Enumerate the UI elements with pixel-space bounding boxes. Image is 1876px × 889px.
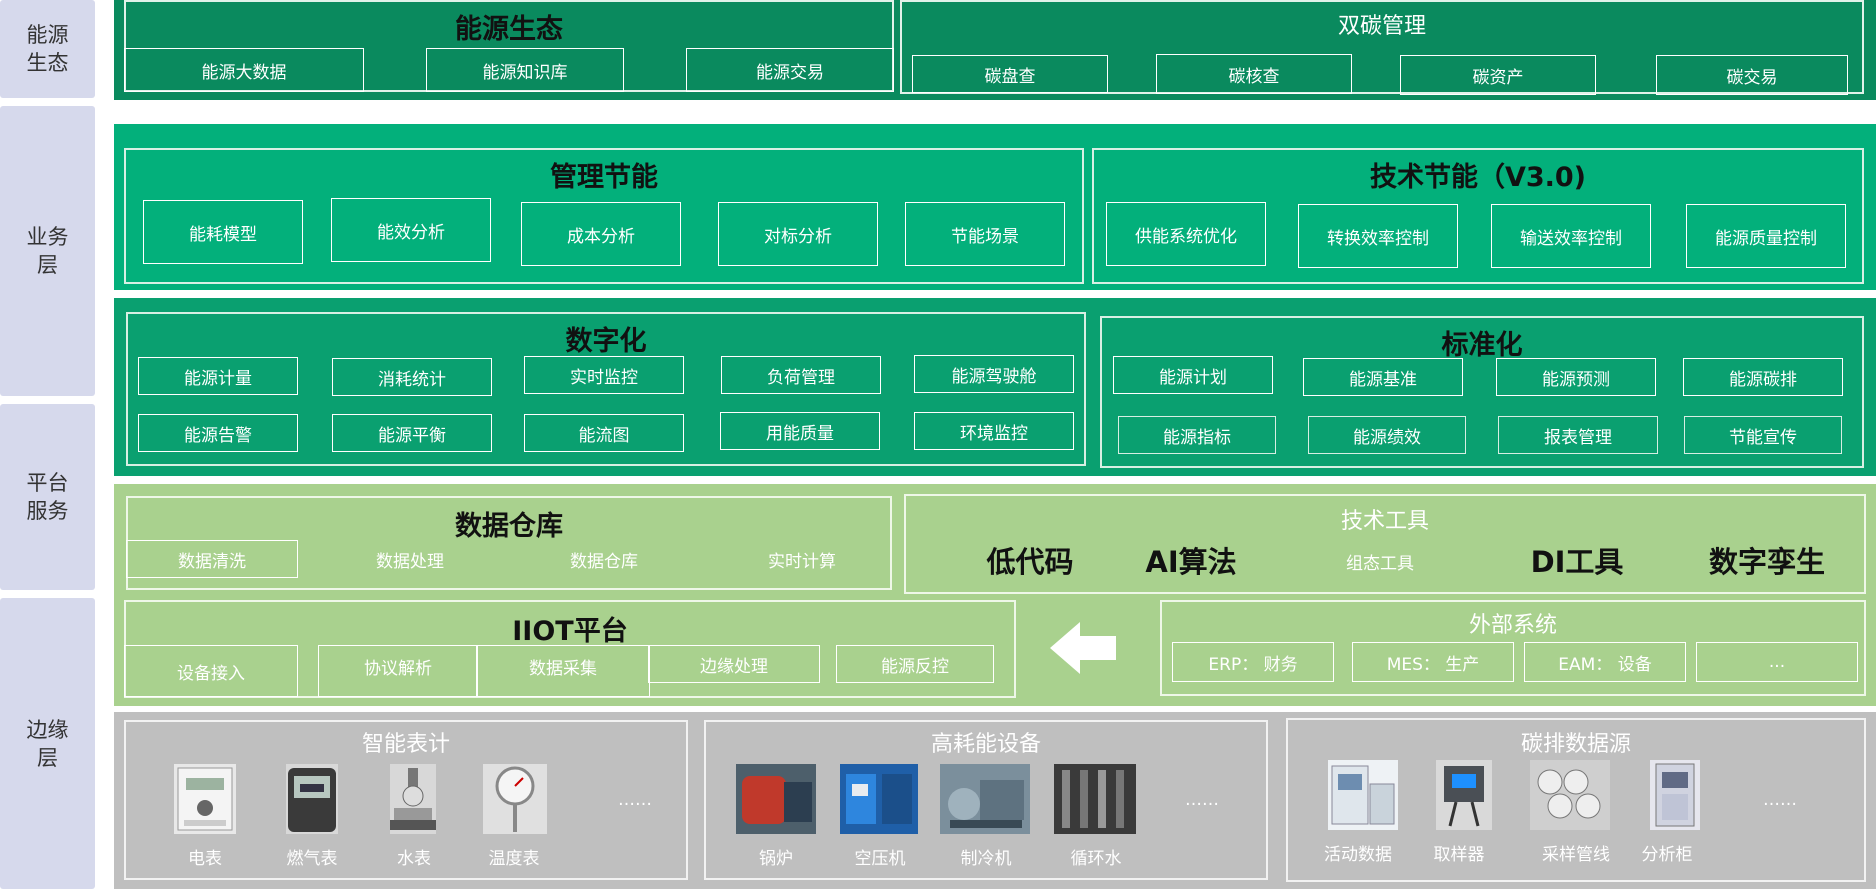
energy-plan-box[interactable]: 能源计划 <box>1113 356 1273 394</box>
layer-label-business: 业务 层 <box>0 106 95 396</box>
protocol-parse-box[interactable]: 协议解析 <box>318 645 478 697</box>
consumption-stats-box[interactable]: 消耗统计 <box>332 358 492 396</box>
data-collect-box[interactable]: 数据采集 <box>476 645 650 697</box>
layer-label-platform: 平台 服务 <box>0 404 95 590</box>
layer-label-edge: 边缘 层 <box>0 598 95 889</box>
energy-metering-box[interactable]: 能源计量 <box>138 357 298 395</box>
energy-forecast-box[interactable]: 能源预测 <box>1496 358 1656 396</box>
digital-twin-label[interactable]: 数字孪生 <box>1672 541 1862 579</box>
carbon-asset-box[interactable]: 碳资产 <box>1400 55 1596 95</box>
digital-title: 数字化 <box>126 318 1086 358</box>
saving-scene-box[interactable]: 节能场景 <box>905 202 1065 266</box>
transport-control-box[interactable]: 输送效率控制 <box>1491 204 1651 268</box>
meter-more-label: …… <box>615 786 655 814</box>
energy-trade-box[interactable]: 能源交易 <box>686 48 894 92</box>
electric-meter-caption: 电表 <box>174 842 236 870</box>
chiller-image <box>940 764 1030 834</box>
smart-meter-title: 智能表计 <box>124 725 688 759</box>
water-meter-caption: 水表 <box>386 842 442 870</box>
mes-production-box[interactable]: MES： 生产 <box>1352 642 1514 682</box>
high-energy-equipment-title: 高耗能设备 <box>704 725 1268 759</box>
data-warehouse-title: 数据仓库 <box>126 503 892 543</box>
carbon-inventory-box[interactable]: 碳盘查 <box>912 55 1108 93</box>
circulating-water-caption: 循环水 <box>1058 842 1134 870</box>
equipment-more-label: …… <box>1182 786 1222 814</box>
saving-promotion-box[interactable]: 节能宣传 <box>1684 416 1842 454</box>
di-tools-label[interactable]: DI工具 <box>1482 541 1672 579</box>
energy-cockpit-box[interactable]: 能源驾驶舱 <box>914 355 1074 393</box>
realtime-monitor-box[interactable]: 实时监控 <box>524 356 684 394</box>
air-compressor-caption: 空压机 <box>842 842 918 870</box>
tech-saving-title: 技术节能（V3.0) <box>1092 154 1864 194</box>
analysis-cabinet-caption: 分析柜 <box>1632 838 1702 866</box>
energy-performance-box[interactable]: 能源绩效 <box>1308 416 1466 454</box>
power-quality-box[interactable]: 用能质量 <box>720 412 880 450</box>
energy-ecology-title: 能源生态 <box>124 6 894 46</box>
config-tools-label[interactable]: 组态工具 <box>1320 543 1440 579</box>
benchmark-analysis-box[interactable]: 对标分析 <box>718 202 878 266</box>
erp-finance-box[interactable]: ERP： 财务 <box>1172 642 1334 682</box>
circulating-water-image <box>1054 764 1136 834</box>
mgmt-saving-title: 管理节能 <box>124 154 1084 194</box>
device-access-box[interactable]: 设备接入 <box>124 645 298 697</box>
conversion-control-box[interactable]: 转换效率控制 <box>1298 204 1458 268</box>
energy-baseline-box[interactable]: 能源基准 <box>1303 358 1463 396</box>
layer-label-ecology: 能源 生态 <box>0 0 95 98</box>
energy-indicator-box[interactable]: 能源指标 <box>1118 416 1276 454</box>
energy-balance-box[interactable]: 能源平衡 <box>332 414 492 452</box>
water-meter-image <box>390 764 436 834</box>
tech-tools-title: 技术工具 <box>904 502 1866 536</box>
carbon-mgmt-title: 双碳管理 <box>900 6 1864 42</box>
external-systems-title: 外部系统 <box>1160 606 1866 640</box>
gas-meter-image <box>286 764 338 834</box>
energy-carbon-box[interactable]: 能源碳排 <box>1683 358 1843 396</box>
carbon-source-title: 碳排数据源 <box>1286 725 1866 759</box>
thermometer-image <box>483 764 547 834</box>
efficiency-analysis-box[interactable]: 能效分析 <box>331 198 491 262</box>
realtime-compute-label[interactable]: 实时计算 <box>742 541 862 577</box>
supply-optimize-box[interactable]: 供能系统优化 <box>1106 202 1266 266</box>
gas-meter-caption: 燃气表 <box>272 842 352 870</box>
data-cleaning-box[interactable]: 数据清洗 <box>126 540 298 578</box>
boiler-caption: 锅炉 <box>748 842 804 870</box>
thermometer-caption: 温度表 <box>474 842 554 870</box>
sampling-pipeline-caption: 采样管线 <box>1534 838 1618 866</box>
carbon-trade-box[interactable]: 碳交易 <box>1656 55 1848 95</box>
electric-meter-image <box>174 764 236 834</box>
more-systems-box[interactable]: ... <box>1696 642 1858 682</box>
activity-data-image <box>1328 760 1398 830</box>
energy-knowledge-box[interactable]: 能源知识库 <box>426 48 624 92</box>
boiler-image <box>736 764 816 834</box>
energy-model-box[interactable]: 能耗模型 <box>143 200 303 264</box>
report-mgmt-box[interactable]: 报表管理 <box>1498 416 1658 454</box>
energy-flow-box[interactable]: 能流图 <box>524 414 684 452</box>
energy-control-box[interactable]: 能源反控 <box>836 645 994 683</box>
analysis-cabinet-image <box>1650 760 1700 830</box>
eam-equipment-box[interactable]: EAM： 设备 <box>1524 642 1686 682</box>
carbon-source-more-label: …… <box>1760 786 1800 814</box>
data-warehouse-label[interactable]: 数据仓库 <box>544 541 664 577</box>
env-monitor-box[interactable]: 环境监控 <box>914 412 1074 450</box>
load-mgmt-box[interactable]: 负荷管理 <box>721 356 881 394</box>
cost-analysis-box[interactable]: 成本分析 <box>521 202 681 266</box>
energy-bigdata-box[interactable]: 能源大数据 <box>124 48 364 92</box>
sampling-pipeline-image <box>1530 760 1610 830</box>
carbon-verify-box[interactable]: 碳核查 <box>1156 54 1352 94</box>
left-arrow-icon <box>1050 620 1122 676</box>
energy-alarm-box[interactable]: 能源告警 <box>138 414 298 452</box>
chiller-caption: 制冷机 <box>948 842 1024 870</box>
quality-control-box[interactable]: 能源质量控制 <box>1686 204 1846 268</box>
air-compressor-image <box>840 764 918 834</box>
iiot-title: IIOT平台 <box>124 608 1016 648</box>
sampler-caption: 取样器 <box>1424 838 1494 866</box>
edge-process-box[interactable]: 边缘处理 <box>648 645 820 683</box>
activity-data-caption: 活动数据 <box>1316 838 1400 866</box>
data-processing-label[interactable]: 数据处理 <box>350 541 470 577</box>
sampler-image <box>1436 760 1492 830</box>
ai-algorithm-label[interactable]: AI算法 <box>1096 541 1286 579</box>
